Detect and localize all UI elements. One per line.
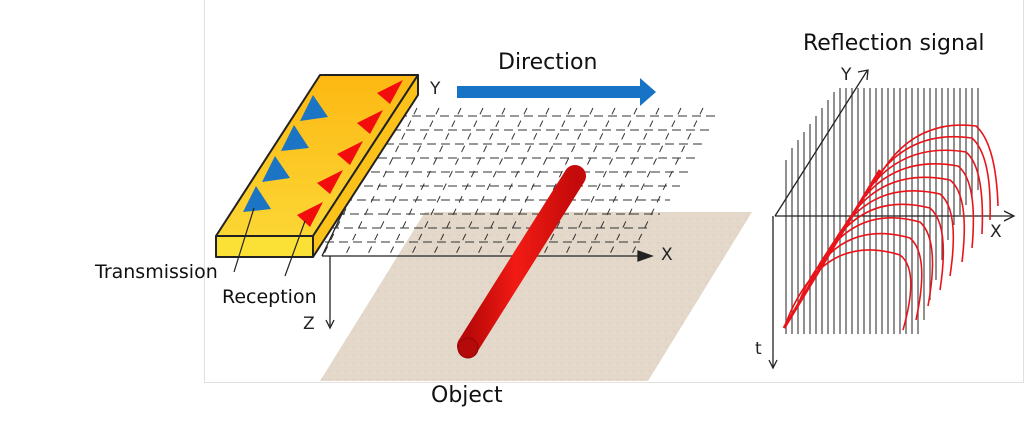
scan-y-axis-label: Y: [430, 79, 441, 99]
scan-x-axis-label: X: [661, 245, 673, 265]
transmission-label: Transmission: [95, 261, 218, 283]
reflection-signal-plot: [768, 69, 1016, 370]
direction-arrow-icon: [457, 78, 656, 106]
reception-leader: [284, 220, 306, 277]
transmission-leader: [233, 207, 255, 273]
receive-elements: [297, 80, 403, 227]
signal-x-arrow-icon: [1003, 210, 1016, 222]
object-pipe: [457, 165, 586, 359]
scan-grid: [325, 115, 716, 243]
transducer-array: [215, 74, 419, 258]
z-axis-arrow-icon: [325, 319, 335, 330]
scan-z-axis-label: Z: [303, 314, 315, 334]
object-label: Object: [431, 383, 503, 408]
transmit-elements: [243, 95, 328, 212]
direction-label: Direction: [498, 50, 598, 75]
signal-y-axis-label: Y: [841, 65, 852, 85]
signal-y-arrow-icon: [857, 69, 869, 81]
reception-label: Reception: [222, 286, 317, 308]
signal-t-arrow-icon: [768, 359, 778, 370]
signal-x-axis-label: X: [990, 222, 1002, 242]
signal-traces: [785, 88, 979, 334]
signal-t-axis-label: t: [755, 339, 762, 359]
reflection-signal-label: Reflection signal: [803, 31, 985, 56]
reflection-hyperbolas: [782, 124, 999, 331]
x-axis-arrow-icon: [637, 250, 654, 262]
